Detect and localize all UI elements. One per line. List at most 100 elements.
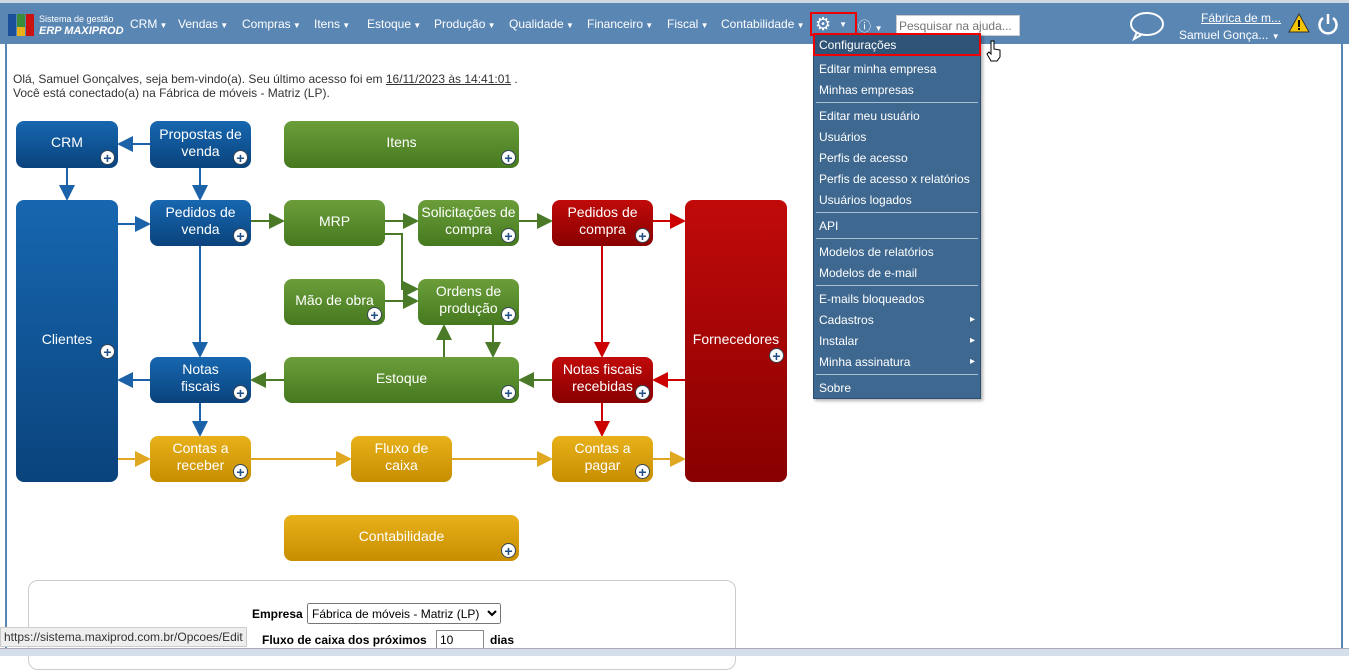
flow-pedidos-venda[interactable]: Pedidos de venda+	[150, 200, 251, 246]
flow-notas-recebidas[interactable]: Notas fiscais recebidas+	[552, 357, 653, 403]
logo-subtitle: Sistema de gestão	[39, 14, 114, 24]
last-access-link[interactable]: 16/11/2023 às 14:41:01	[385, 72, 512, 86]
nav-crm[interactable]: CRM	[130, 17, 167, 31]
menu-divider	[816, 374, 978, 375]
flow-itens[interactable]: Itens+	[284, 121, 519, 168]
flow-contas-pagar[interactable]: Contas a pagar+	[552, 436, 653, 482]
menu-item-perfis-relatorios[interactable]: Perfis de acesso x relatórios	[819, 172, 970, 186]
menu-divider	[816, 285, 978, 286]
menu-divider	[816, 102, 978, 103]
flow-mrp[interactable]: MRP	[284, 200, 385, 246]
dias-label: dias	[490, 633, 515, 647]
flow-crm[interactable]: CRM+	[16, 121, 118, 168]
flow-pedidos-compra[interactable]: Pedidos de compra+	[552, 200, 653, 246]
menu-item-usuarios-logados[interactable]: Usuários logados	[819, 193, 912, 207]
nav-fiscal[interactable]: Fiscal	[667, 17, 708, 31]
plus-icon[interactable]: +	[501, 307, 516, 322]
nav-vendas[interactable]: Vendas	[178, 17, 228, 31]
help-icon: ⓘ	[858, 19, 872, 34]
flow-contabilidade[interactable]: Contabilidade+	[284, 515, 519, 561]
dashboard-panel	[28, 580, 736, 670]
plus-icon[interactable]: +	[501, 228, 516, 243]
menu-item-perfis-acesso[interactable]: Perfis de acesso	[819, 151, 908, 165]
chevron-down-icon: ▼	[839, 20, 848, 30]
logo-icon	[8, 14, 16, 36]
chevron-down-icon: ▼	[874, 24, 883, 33]
connection-text: Você está conectado(a) na Fábrica de móv…	[13, 86, 330, 100]
warning-icon[interactable]	[1288, 13, 1310, 33]
flow-contas-receber[interactable]: Contas a receber+	[150, 436, 251, 482]
nav-itens[interactable]: Itens	[314, 17, 350, 31]
menu-item-modelos-email[interactable]: Modelos de e-mail	[819, 266, 918, 280]
plus-icon[interactable]: +	[233, 385, 248, 400]
nav-compras[interactable]: Compras	[242, 17, 301, 31]
welcome-text: Olá, Samuel Gonçalves, seja bem-vindo(a)…	[13, 72, 386, 86]
menu-item-cadastros[interactable]: Cadastros	[814, 310, 980, 331]
menu-divider	[816, 212, 978, 213]
nav-contabilidade[interactable]: Contabilidade	[721, 17, 805, 31]
menu-item-minhas-empresas[interactable]: Minhas empresas	[819, 83, 914, 97]
empresa-label: Empresa	[252, 607, 303, 621]
plus-icon[interactable]: +	[100, 150, 115, 165]
menu-item-modelos-relatorios[interactable]: Modelos de relatórios	[819, 245, 934, 259]
plus-icon[interactable]: +	[635, 464, 650, 479]
menu-item-configuracoes[interactable]: Configurações	[813, 33, 981, 56]
plus-icon[interactable]: +	[100, 344, 115, 359]
plus-icon[interactable]: +	[233, 464, 248, 479]
plus-icon[interactable]: +	[501, 543, 516, 558]
flow-mao-obra[interactable]: Mão de obra+	[284, 279, 385, 325]
gear-icon: ⚙	[815, 14, 832, 34]
flow-estoque[interactable]: Estoque+	[284, 357, 519, 403]
plus-icon[interactable]: +	[501, 150, 516, 165]
menu-item-editar-usuario[interactable]: Editar meu usuário	[819, 109, 920, 123]
flow-fornecedores[interactable]: Fornecedores+	[685, 200, 787, 482]
empresa-select[interactable]: Fábrica de móveis - Matriz (LP)	[307, 603, 501, 624]
power-icon[interactable]	[1316, 12, 1340, 36]
menu-item-emails-bloqueados[interactable]: E-mails bloqueados	[819, 292, 925, 306]
status-bar-url: https://sistema.maxiprod.com.br/Opcoes/E…	[0, 627, 247, 647]
flow-clientes[interactable]: Clientes+	[16, 200, 118, 482]
plus-icon[interactable]: +	[233, 150, 248, 165]
menu-item-sobre[interactable]: Sobre	[819, 381, 852, 395]
help-button[interactable]: ⓘ ▼	[858, 16, 883, 35]
menu-divider	[816, 238, 978, 239]
menu-item-instalar[interactable]: Instalar	[814, 331, 980, 352]
fluxo-dias-input[interactable]	[436, 630, 484, 650]
flow-notas-fiscais[interactable]: Notas fiscais+	[150, 357, 251, 403]
flow-ordens-producao[interactable]: Ordens de produção+	[418, 279, 519, 325]
plus-icon[interactable]: +	[635, 385, 650, 400]
welcome-message: Olá, Samuel Gonçalves, seja bem-vindo(a)…	[13, 72, 518, 100]
help-search-input[interactable]	[896, 15, 1020, 36]
content-frame	[5, 44, 1343, 648]
plus-icon[interactable]: +	[233, 228, 248, 243]
plus-icon[interactable]: +	[367, 307, 382, 322]
nav-producao[interactable]: Produção	[434, 17, 496, 31]
user-menu[interactable]: Samuel Gonça... ▼	[1179, 28, 1280, 42]
company-link[interactable]: Fábrica de m...	[1201, 11, 1282, 25]
flow-arrows	[59, 136, 686, 467]
hand-cursor-icon	[986, 40, 1001, 62]
plus-icon[interactable]: +	[769, 348, 784, 363]
plus-icon[interactable]: +	[635, 228, 650, 243]
chat-icon[interactable]	[1128, 11, 1166, 41]
menu-item-editar-empresa[interactable]: Editar minha empresa	[819, 62, 937, 76]
flow-propostas[interactable]: Propostas de venda+	[150, 121, 251, 168]
user-name: Samuel Gonça...	[1179, 28, 1269, 42]
menu-item-usuarios[interactable]: Usuários	[819, 130, 867, 144]
logo-icon	[17, 14, 25, 36]
taskbar	[0, 648, 1349, 656]
fluxo-label: Fluxo de caixa dos próximos	[262, 633, 427, 647]
menu-item-api[interactable]: API	[819, 219, 839, 233]
plus-icon[interactable]: +	[501, 385, 516, 400]
logo-icon	[26, 14, 34, 36]
nav-estoque[interactable]: Estoque	[367, 17, 421, 31]
welcome-text: .	[511, 72, 518, 86]
nav-qualidade[interactable]: Qualidade	[509, 17, 574, 31]
flow-solicitacoes[interactable]: Solicitações de compra+	[418, 200, 519, 246]
logo-title: ERP MAXIPROD	[39, 25, 124, 37]
menu-item-minha-assinatura[interactable]: Minha assinatura	[814, 352, 980, 373]
flow-fluxo-caixa[interactable]: Fluxo de caixa	[351, 436, 452, 482]
nav-financeiro[interactable]: Financeiro	[587, 17, 653, 31]
